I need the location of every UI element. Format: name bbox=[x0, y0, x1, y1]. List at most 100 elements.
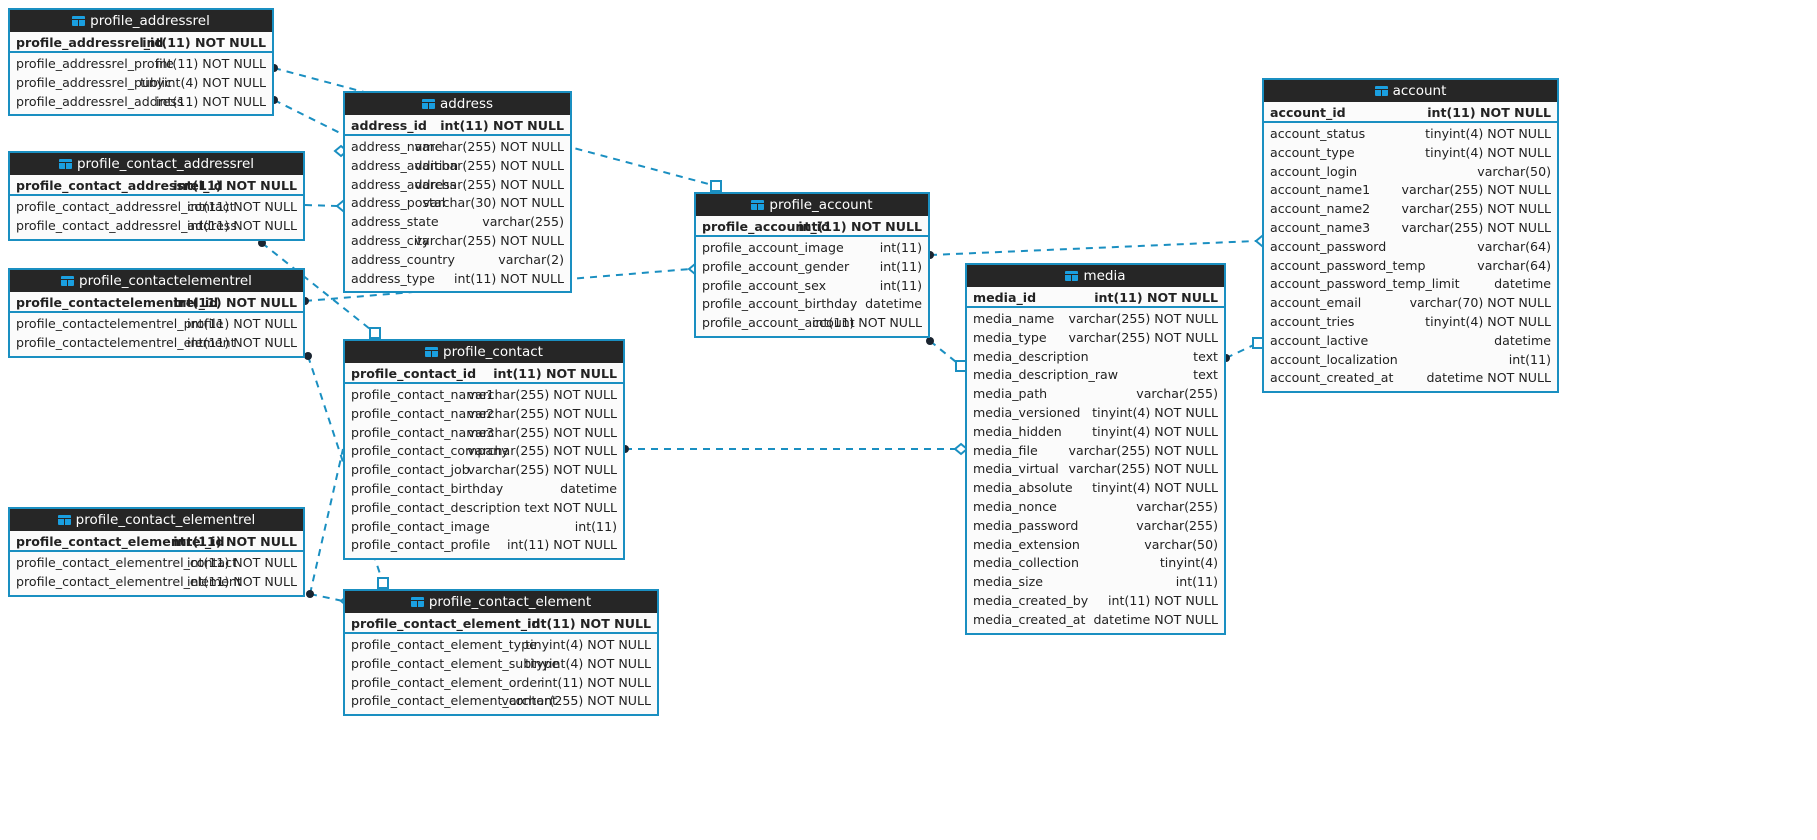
table-title-bar[interactable]: account bbox=[1264, 80, 1557, 102]
table-title-bar[interactable]: profile_contact_element bbox=[345, 591, 657, 613]
table-title-bar[interactable]: profile_addressrel bbox=[10, 10, 272, 32]
table-title-bar[interactable]: profile_contactelementrel bbox=[10, 270, 303, 292]
column-name: profile_contact_addressrel_id bbox=[16, 178, 223, 193]
table-title-bar[interactable]: address bbox=[345, 93, 570, 115]
table-title-bar[interactable]: profile_account bbox=[696, 194, 928, 216]
table-title-bar[interactable]: profile_contact_elementrel bbox=[10, 509, 303, 531]
table-icon bbox=[58, 159, 72, 169]
table-title-bar[interactable]: profile_contact_addressrel bbox=[10, 153, 303, 175]
table-title-bar[interactable]: profile_contact bbox=[345, 341, 623, 363]
table-title-bar[interactable]: media bbox=[967, 265, 1224, 287]
